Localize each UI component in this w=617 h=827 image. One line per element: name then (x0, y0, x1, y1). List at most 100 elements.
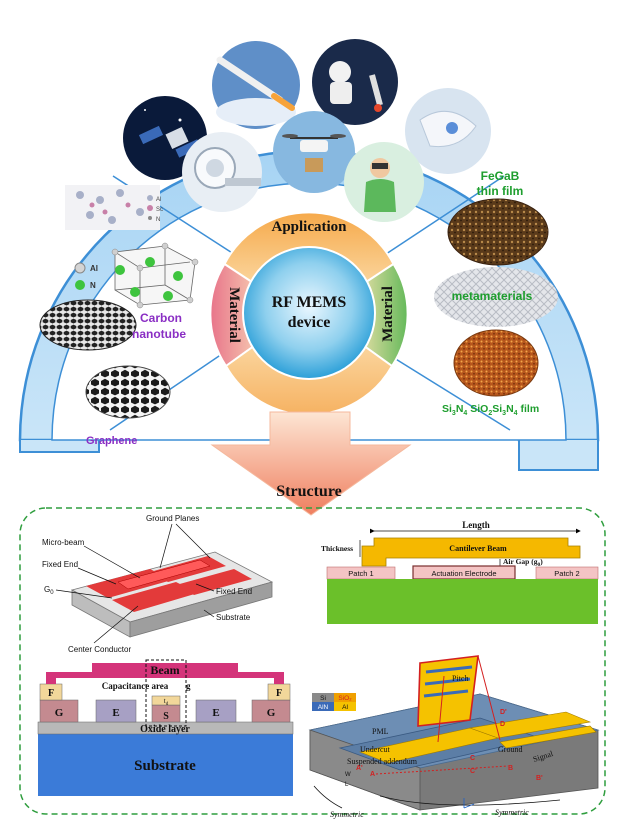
graphene-label: Graphene (86, 435, 137, 447)
undercut-label: Undercut (360, 745, 391, 754)
fixed-end-left-label: Fixed End (42, 560, 78, 569)
drone-image (273, 111, 355, 193)
symmetric-right-label: Symmetric (495, 808, 529, 817)
capacitance-area-label: Capacitance area (102, 681, 169, 691)
substrate-c (38, 734, 293, 796)
structures-box (19, 507, 606, 815)
crystal-legend-n: N (156, 217, 160, 223)
graphene-image (85, 365, 171, 419)
point-c-prime: C' (470, 768, 477, 775)
pitch-label: Pitch (452, 674, 468, 683)
center-label-line2: device (288, 314, 331, 331)
center-conductor-label: Center Conductor (68, 645, 131, 654)
ring-right-foot (518, 440, 599, 471)
carbon-label-2: nanotube (132, 327, 186, 341)
point-a-prime: A' (356, 765, 363, 772)
cantilever-beam-label: Cantilever Beam (449, 544, 507, 553)
carbon-label-1: Carbon (140, 311, 182, 325)
patch2-label: Patch 2 (554, 569, 579, 578)
crystal-legend-sc: Sc (156, 207, 163, 213)
electrode-g-right: G (267, 707, 276, 719)
point-b: B (508, 765, 513, 772)
length-label: Length (462, 520, 490, 530)
legend-aln: AlN (318, 704, 329, 711)
metamaterials-label: metamaterials (452, 289, 533, 303)
mri-scanner-image (182, 132, 262, 212)
divider-bottom-right (377, 347, 511, 431)
anchor-f-left: F (48, 688, 54, 699)
carbon-nanotube-image (39, 299, 137, 351)
left-materials: Al Sc N Al N Carbon nanotube Graphene (39, 185, 199, 447)
structure-bridge: Ground Planes Micro-beam Fixed End G0 Fi… (42, 514, 274, 654)
central-hub: RF MEMS device Application Material Mate… (209, 211, 409, 416)
oxide-layer-label: Oxide layer (140, 724, 190, 735)
beam-label: Beam (150, 663, 179, 677)
legend-si: Si (320, 695, 326, 702)
right-materials: FeGaB thin film metamaterials Si3N4 SiO2… (434, 169, 558, 417)
aln-crystal-image: Al N (74, 242, 199, 309)
aln-legend-n: N (90, 281, 96, 290)
vr-user-image (344, 142, 424, 222)
point-d-prime: D' (500, 709, 507, 716)
center-circle (242, 246, 376, 380)
l-label: L (345, 782, 349, 788)
application-images (123, 39, 491, 222)
electrode-g-left: G (55, 707, 64, 719)
actuation-electrode-label: Actuation Electrode (431, 569, 496, 578)
micro-beam-label: Micro-beam (42, 538, 85, 547)
ground-label: Ground (498, 745, 522, 754)
symmetric-left-label: Symmetric (330, 810, 364, 819)
point-b-prime: B' (536, 775, 543, 782)
anchor-f-right: F (276, 688, 282, 699)
td-label: td (164, 697, 169, 707)
structure-cantilever: Length Cantilever Beam Thickness Air Gap… (321, 520, 599, 624)
substrate-c-label: Substrate (134, 758, 196, 774)
fegab-label-2: thin film (477, 184, 524, 198)
fegab-film-image (447, 198, 549, 266)
gap-g-label: g (186, 681, 191, 691)
electrode-s: S (163, 711, 169, 722)
ring-left-foot (19, 440, 100, 453)
ground-planes-label: Ground Planes (146, 514, 199, 523)
structure-capacitive: Substrate Oxide layer G E S E G td F F B… (37, 659, 294, 796)
crystal-legend-al: Al (156, 197, 161, 203)
legend-al: Al (342, 704, 348, 711)
center-label-line1: RF MEMS (272, 294, 347, 311)
point-a: A (370, 771, 375, 778)
material-left-label: Material (226, 287, 242, 343)
application-label: Application (271, 219, 347, 235)
patch1-label: Patch 1 (348, 569, 373, 578)
rocket-image (212, 41, 300, 129)
air-gap-label: Air Gap (g0) (503, 557, 543, 568)
si3n4-film-image (453, 329, 539, 397)
fixed-end-right-label: Fixed End (216, 587, 252, 596)
legend-sio2: SiO₂ (338, 695, 352, 702)
pitch-inset (417, 655, 479, 727)
point-d: D (500, 721, 505, 728)
suspended-addendum-label: Suspended addendum (347, 757, 418, 766)
capacitance-box (145, 659, 187, 727)
electrode-e-right: E (212, 707, 219, 719)
cantilever-substrate (327, 579, 598, 624)
substrate-a-label: Substrate (216, 613, 251, 622)
aln-legend-al: Al (90, 264, 98, 273)
metamaterials-image (434, 267, 558, 327)
w-label: W (345, 772, 351, 778)
material-right-label: Material (380, 286, 396, 342)
astronaut-image (312, 39, 398, 125)
fegab-label-1: FeGaB (481, 169, 520, 183)
si3n4-film-label: Si3N4 SiO2Si3N4 film (442, 403, 539, 417)
beam-top (92, 663, 238, 676)
structure-resonator: Pitch Si SiO₂ AlN Al PML Undercut Suspen… (308, 655, 600, 819)
electrode-e-left: E (112, 707, 119, 719)
point-c: C (470, 755, 475, 762)
g0-label: G0 (44, 585, 54, 596)
structure-label: Structure (276, 483, 341, 500)
scaln-crystal-image: Al Sc N (65, 185, 163, 230)
robot-hand-image (405, 88, 491, 174)
thickness-label: Thickness (321, 544, 353, 553)
structure-arrow: Structure (210, 411, 412, 516)
divider-right (379, 175, 505, 259)
